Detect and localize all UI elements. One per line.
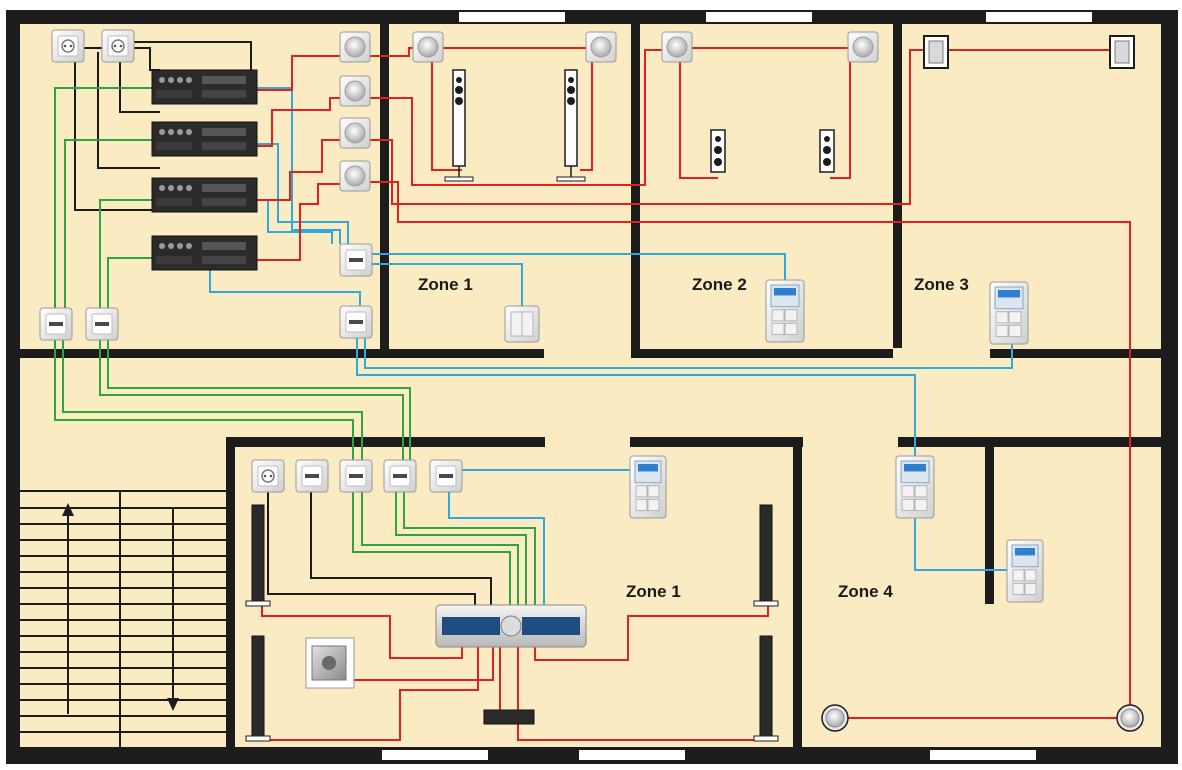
wall-room [630, 437, 803, 447]
multiroom-amplifier-icon [151, 177, 258, 213]
network-port-icon [85, 307, 119, 341]
network-port-icon [429, 459, 463, 493]
av-receiver-icon [435, 604, 587, 648]
room-keypad-icon [504, 305, 540, 343]
multiroom-amplifier-icon [151, 121, 258, 157]
centre-speaker-icon [483, 709, 535, 725]
control-panel-icon [765, 279, 805, 343]
speaker-outlet-icon [339, 160, 371, 192]
control-panel-icon [629, 455, 667, 519]
wall-room [793, 437, 802, 747]
wall-socket-icon [101, 29, 135, 63]
wall-vertical [631, 24, 640, 358]
bookshelf-speaker-icon [710, 129, 726, 173]
zone-label-downstairs-1: Zone 1 [626, 582, 681, 601]
window [579, 750, 685, 760]
slim-tower-speaker-icon [753, 635, 779, 742]
wall-upper-lower [20, 349, 387, 358]
speaker-outlet-icon [661, 31, 693, 63]
devices [39, 29, 1144, 742]
zone-label-upstairs-3: Zone 3 [914, 275, 969, 294]
speaker-outlet-icon [339, 31, 371, 63]
speaker-outlet-icon [412, 31, 444, 63]
network-port-icon [295, 459, 329, 493]
staircase [20, 490, 226, 747]
wall-room [985, 437, 994, 604]
speaker-outlet-icon [585, 31, 617, 63]
wall-room [226, 437, 235, 747]
wall-upper-lower [990, 349, 1161, 358]
floor-speaker-icon [556, 69, 586, 182]
signal-cables [70, 41, 492, 605]
network-port-icon [383, 459, 417, 493]
audio-links [54, 87, 536, 605]
stair-arrow-up-icon [62, 503, 74, 714]
slim-tower-speaker-icon [245, 635, 271, 742]
ceiling-speaker-icon [821, 704, 849, 732]
ceiling-speaker-icon [1116, 704, 1144, 732]
subwoofer-icon [305, 637, 355, 689]
wall-panel-speaker-icon [1109, 35, 1135, 69]
wall-socket-icon [51, 29, 85, 63]
bookshelf-speaker-icon [819, 129, 835, 173]
stair-arrow-down-icon [167, 508, 179, 711]
window [986, 12, 1092, 22]
speaker-outlet-icon [847, 31, 879, 63]
speaker-outlet-icon [339, 117, 371, 149]
wall-panel-speaker-icon [923, 35, 949, 69]
window [706, 12, 812, 22]
window [930, 750, 1036, 760]
zone-label-downstairs-4: Zone 4 [838, 582, 893, 601]
network-port-icon [339, 305, 373, 339]
wall-vertical [893, 24, 902, 348]
speaker-outlet-icon [339, 75, 371, 107]
speaker-wires [230, 47, 1131, 741]
network-port-icon [39, 307, 73, 341]
slim-tower-speaker-icon [245, 504, 271, 607]
slim-tower-speaker-icon [753, 504, 779, 607]
network-port-icon [339, 459, 373, 493]
zone-label-upstairs-2: Zone 2 [692, 275, 747, 294]
window [382, 750, 488, 760]
wall-room [898, 437, 1161, 447]
multiroom-amplifier-icon [151, 235, 258, 271]
wall-upper-lower [387, 349, 544, 358]
floor-speaker-icon [444, 69, 474, 182]
multiroom-amplifier-icon [151, 69, 258, 105]
zone-label-upstairs-1: Zone 1 [418, 275, 473, 294]
network-port-icon [339, 243, 373, 277]
control-panel-icon [895, 455, 935, 519]
wall-socket-icon [251, 459, 285, 493]
control-bus [209, 87, 1013, 605]
control-panel-icon [1006, 539, 1044, 603]
control-panel-icon [989, 281, 1029, 345]
window [459, 12, 565, 22]
wall-vertical [380, 24, 389, 358]
wall-upper-lower [631, 349, 893, 358]
wall-room [226, 437, 545, 447]
